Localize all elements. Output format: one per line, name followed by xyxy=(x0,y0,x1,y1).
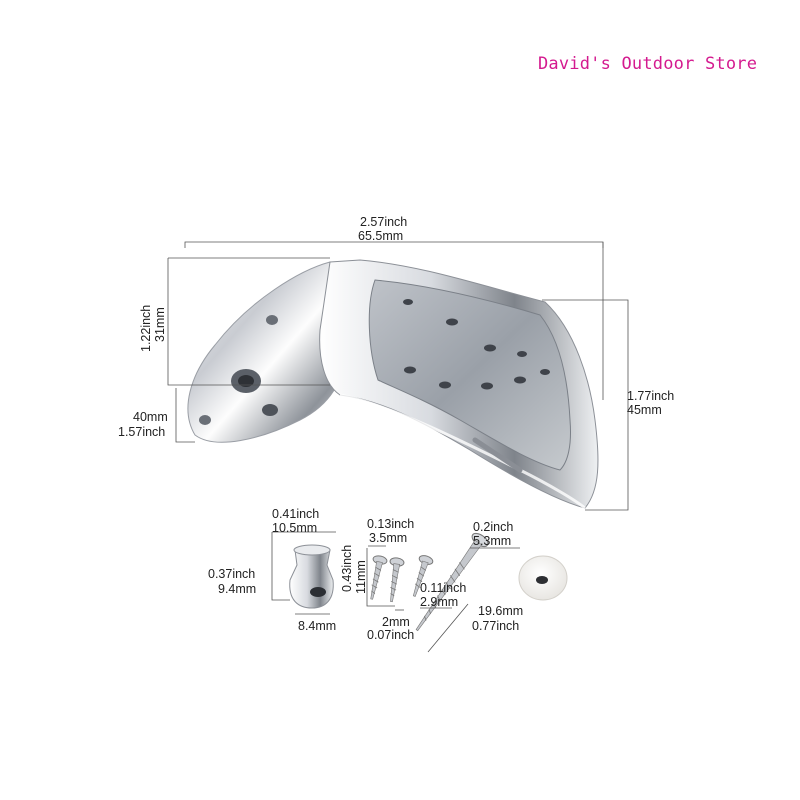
long-screw-dimension-lines xyxy=(420,547,520,653)
tailpiece-depth-mm-label: 40mm xyxy=(133,410,168,424)
end-pin-width-inch-label: 0.41inch xyxy=(272,507,320,521)
tailpiece-width-mm-label: 65.5mm xyxy=(358,229,404,243)
end-pin-base-mm-label: 8.4mm xyxy=(298,619,337,633)
felt-washer xyxy=(518,555,568,601)
end-pin-dimension-lines xyxy=(271,531,336,615)
tailpiece-dimension-lines xyxy=(167,241,629,511)
tailpiece-width-inch-label: 2.57inch xyxy=(360,215,408,229)
long-screw-shank-mm-label: 2.9mm xyxy=(420,595,459,609)
tailpiece-left-height-inch-label: 1.22inch xyxy=(139,304,153,352)
small-screw-head-inch-label: 0.13inch xyxy=(367,517,415,531)
small-screw-head-mm-label: 3.5mm xyxy=(369,531,408,545)
long-screw-head-inch-label: 0.2inch xyxy=(473,520,514,534)
end-pin-part xyxy=(289,544,334,609)
small-screw-length-inch-label: 0.43inch xyxy=(340,544,354,592)
mount-hole-small xyxy=(262,404,278,416)
long-screw-length-inch-label: 0.77inch xyxy=(472,619,520,633)
string-holes xyxy=(403,299,550,390)
end-pin-height-mm-label: 9.4mm xyxy=(218,582,257,596)
tailpiece-depth-inch-label: 1.57inch xyxy=(118,425,166,439)
mount-hole-top xyxy=(266,315,278,325)
long-screw-shank-inch-label: 0.11inch xyxy=(420,581,467,595)
tailpiece-right-height-mm-label: 45mm xyxy=(627,403,662,417)
small-screw-shank-inch-label: 0.07inch xyxy=(367,628,415,642)
small-screw-shank-mm-label: 2mm xyxy=(382,615,410,629)
long-screw-head-mm-label: 5.3mm xyxy=(473,534,512,548)
tailpiece-body xyxy=(187,259,599,510)
small-screws xyxy=(370,555,434,603)
end-pin-width-mm-label: 10.5mm xyxy=(272,521,318,535)
small-screw-dimension-lines xyxy=(366,545,404,611)
tailpiece-left-height-mm-label: 31mm xyxy=(153,307,167,342)
tailpiece-right-height-inch-label: 1.77inch xyxy=(627,389,675,403)
small-screw-length-mm-label: 11mm xyxy=(354,560,368,594)
long-screw-length-mm-label: 19.6mm xyxy=(478,604,524,618)
store-watermark: David's Outdoor Store xyxy=(538,54,758,74)
end-pin-height-inch-label: 0.37inch xyxy=(208,567,256,581)
